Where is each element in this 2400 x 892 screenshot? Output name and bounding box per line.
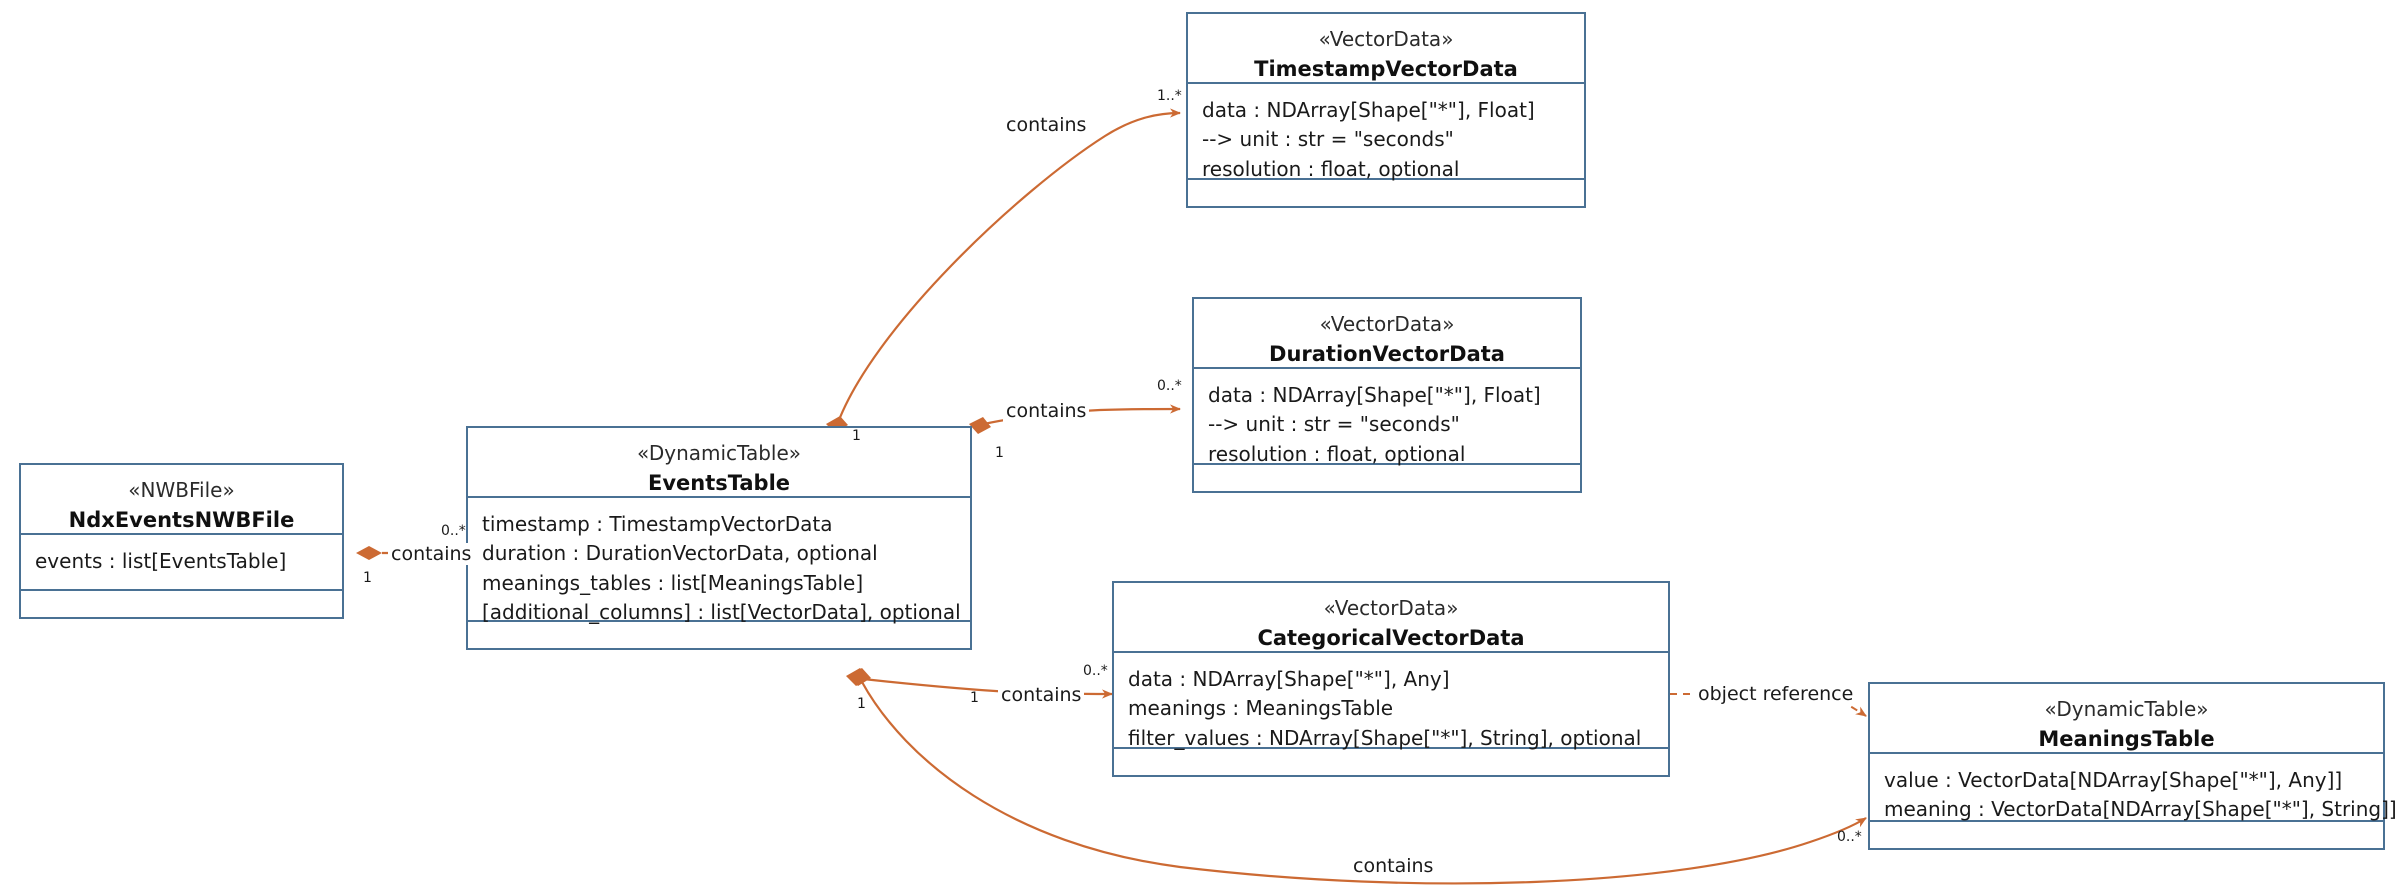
edge-label-contains-events-meanings: contains bbox=[1350, 855, 1437, 877]
class-box-events-table[interactable]: «DynamicTable» EventsTable timestamp : T… bbox=[466, 426, 972, 650]
class-methods bbox=[21, 591, 342, 617]
class-name: NdxEventsNWBFile bbox=[68, 508, 295, 532]
edge-label-object-reference: object reference bbox=[1695, 683, 1857, 705]
class-stereotype: «DynamicTable» bbox=[2044, 697, 2209, 721]
class-box-ndx-events-nwbfile[interactable]: «NWBFile» NdxEventsNWBFile events : list… bbox=[19, 463, 344, 619]
edge-label-contains-events-timestamp: contains bbox=[1003, 114, 1090, 136]
class-attribute: resolution : float, optional bbox=[1202, 156, 1460, 181]
class-stereotype: «VectorData» bbox=[1319, 312, 1455, 336]
class-attribute: meanings : MeaningsTable bbox=[1128, 696, 1394, 721]
class-attribute: timestamp : TimestampVectorData bbox=[482, 512, 833, 536]
class-header: «VectorData» TimestampVectorData bbox=[1188, 14, 1584, 84]
edge-multiplicity-target-nwbfile-events: 0..* bbox=[441, 523, 466, 539]
class-attribute: meaning : VectorData[NDArray[Shape["*"],… bbox=[1884, 797, 2397, 822]
class-attributes: data : NDArray[Shape["*"], Float] --> un… bbox=[1194, 369, 1580, 466]
class-attribute: value : VectorData[NDArray[Shape["*"], A… bbox=[1884, 768, 2343, 792]
class-attributes: value : VectorData[NDArray[Shape["*"], A… bbox=[1870, 754, 2397, 822]
class-stereotype: «DynamicTable» bbox=[636, 441, 802, 465]
class-stereotype: «VectorData» bbox=[1323, 596, 1459, 620]
class-header: «DynamicTable» EventsTable bbox=[468, 428, 970, 498]
class-header: «NWBFile» NdxEventsNWBFile bbox=[21, 465, 342, 535]
class-attribute: duration : DurationVectorData, optional bbox=[482, 541, 878, 566]
class-attribute: --> unit : str = "seconds" bbox=[1208, 412, 1460, 437]
class-header: «VectorData» DurationVectorData bbox=[1194, 299, 1580, 369]
class-attribute: filter_values : NDArray[Shape["*"], Stri… bbox=[1128, 725, 1642, 750]
edge-multiplicity-target-events-duration: 0..* bbox=[1157, 378, 1182, 394]
edge-multiplicity-target-events-meanings: 0..* bbox=[1837, 829, 1862, 845]
class-attribute: data : NDArray[Shape["*"], Float] bbox=[1208, 383, 1541, 407]
class-attribute: [additional_columns] : list[VectorData],… bbox=[482, 600, 961, 625]
edge-events-to-timestamp bbox=[826, 108, 1181, 433]
edge-label-contains-events-categorical: contains bbox=[998, 684, 1085, 706]
class-attribute: data : NDArray[Shape["*"], Float] bbox=[1202, 98, 1535, 122]
class-name: DurationVectorData bbox=[1269, 342, 1505, 366]
edge-multiplicity-source-nwbfile-events: 1 bbox=[363, 570, 372, 586]
class-name: MeaningsTable bbox=[2038, 727, 2215, 751]
edge-multiplicity-target-events-categorical: 0..* bbox=[1083, 663, 1108, 679]
class-stereotype: «NWBFile» bbox=[128, 478, 235, 502]
class-attribute: data : NDArray[Shape["*"], Any] bbox=[1128, 667, 1450, 691]
class-box-categorical-vector-data[interactable]: «VectorData» CategoricalVectorData data … bbox=[1112, 581, 1670, 777]
edge-multiplicity-source-events-timestamp: 1 bbox=[852, 428, 861, 444]
edge-multiplicity-source-events-meanings: 1 bbox=[857, 696, 866, 712]
class-header: «VectorData» CategoricalVectorData bbox=[1114, 583, 1668, 653]
class-attributes: events : list[EventsTable] bbox=[21, 535, 342, 591]
edge-label-contains-nwbfile-events: contains bbox=[388, 543, 475, 565]
class-name: TimestampVectorData bbox=[1254, 57, 1518, 81]
class-attribute: --> unit : str = "seconds" bbox=[1202, 127, 1454, 152]
class-name: CategoricalVectorData bbox=[1257, 626, 1525, 650]
class-attributes: data : NDArray[Shape["*"], Any] meanings… bbox=[1114, 653, 1668, 750]
edge-label-contains-events-duration: contains bbox=[1003, 400, 1090, 422]
class-name: EventsTable bbox=[647, 471, 791, 495]
class-attributes: timestamp : TimestampVectorData duration… bbox=[468, 498, 970, 624]
class-methods bbox=[1870, 822, 2383, 848]
edge-multiplicity-target-events-timestamp: 1..* bbox=[1157, 88, 1182, 104]
class-attribute: meanings_tables : list[MeaningsTable] bbox=[482, 570, 864, 595]
class-attribute: resolution : float, optional bbox=[1208, 441, 1466, 466]
class-box-duration-vector-data[interactable]: «VectorData» DurationVectorData data : N… bbox=[1192, 297, 1582, 493]
class-box-meanings-table[interactable]: «DynamicTable» MeaningsTable value : Vec… bbox=[1868, 682, 2397, 850]
class-box-timestamp-vector-data[interactable]: «VectorData» TimestampVectorData data : … bbox=[1186, 12, 1586, 208]
edge-multiplicity-source-events-duration: 1 bbox=[995, 445, 1004, 461]
class-attribute: events : list[EventsTable] bbox=[35, 549, 287, 573]
class-attributes: data : NDArray[Shape["*"], Float] --> un… bbox=[1188, 84, 1584, 181]
edge-multiplicity-source-events-categorical: 1 bbox=[970, 690, 979, 706]
class-header: «DynamicTable» MeaningsTable bbox=[1870, 684, 2383, 754]
class-stereotype: «VectorData» bbox=[1318, 27, 1454, 51]
